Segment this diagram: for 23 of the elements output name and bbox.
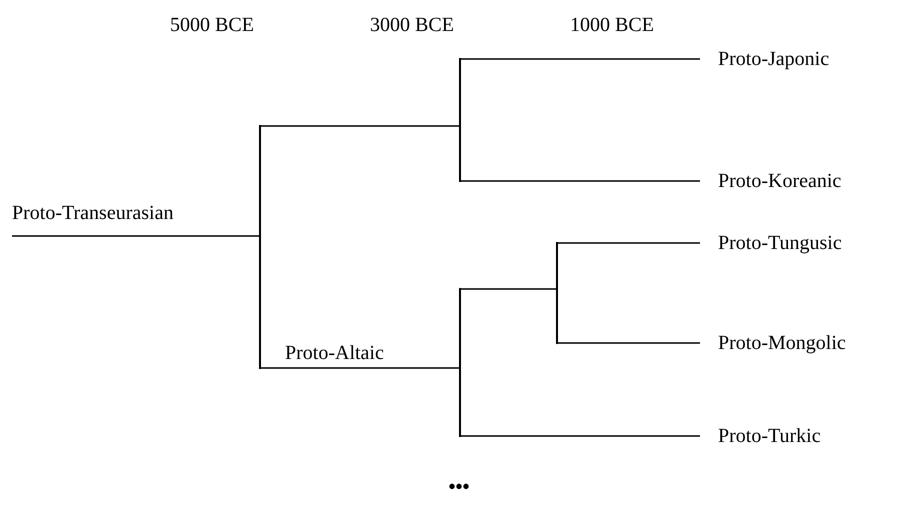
tree-branch-line: [461, 435, 700, 437]
language-name: Proto-Koreanic: [718, 169, 842, 194]
branch-split-line: [459, 58, 461, 182]
tree-branch-line: [12, 235, 259, 237]
language-name: Proto-Japonic: [718, 47, 830, 72]
language-name: Proto-Mongolic: [718, 331, 846, 356]
branch-split-line: [259, 125, 261, 369]
tree-branch-line: [461, 58, 700, 60]
ellipsis-mark: •••: [448, 475, 470, 500]
tree-branch-line: [558, 242, 700, 244]
branch-split-line: [459, 288, 461, 437]
language-name: Proto-Turkic: [718, 424, 821, 449]
timeline-label: 3000 BCE: [370, 13, 454, 38]
tree-branch-line: [461, 288, 556, 290]
branch-split-line: [556, 242, 558, 344]
language-name: Proto-Transeurasian: [12, 201, 174, 226]
timeline-label: 5000 BCE: [170, 13, 254, 38]
tree-branch-line: [261, 125, 459, 127]
tree-branch-line: [461, 180, 700, 182]
tree-branch-line: [261, 367, 459, 369]
language-name: Proto-Tungusic: [718, 231, 842, 256]
tree-branch-line: [558, 342, 700, 344]
timeline-label: 1000 BCE: [570, 13, 654, 38]
